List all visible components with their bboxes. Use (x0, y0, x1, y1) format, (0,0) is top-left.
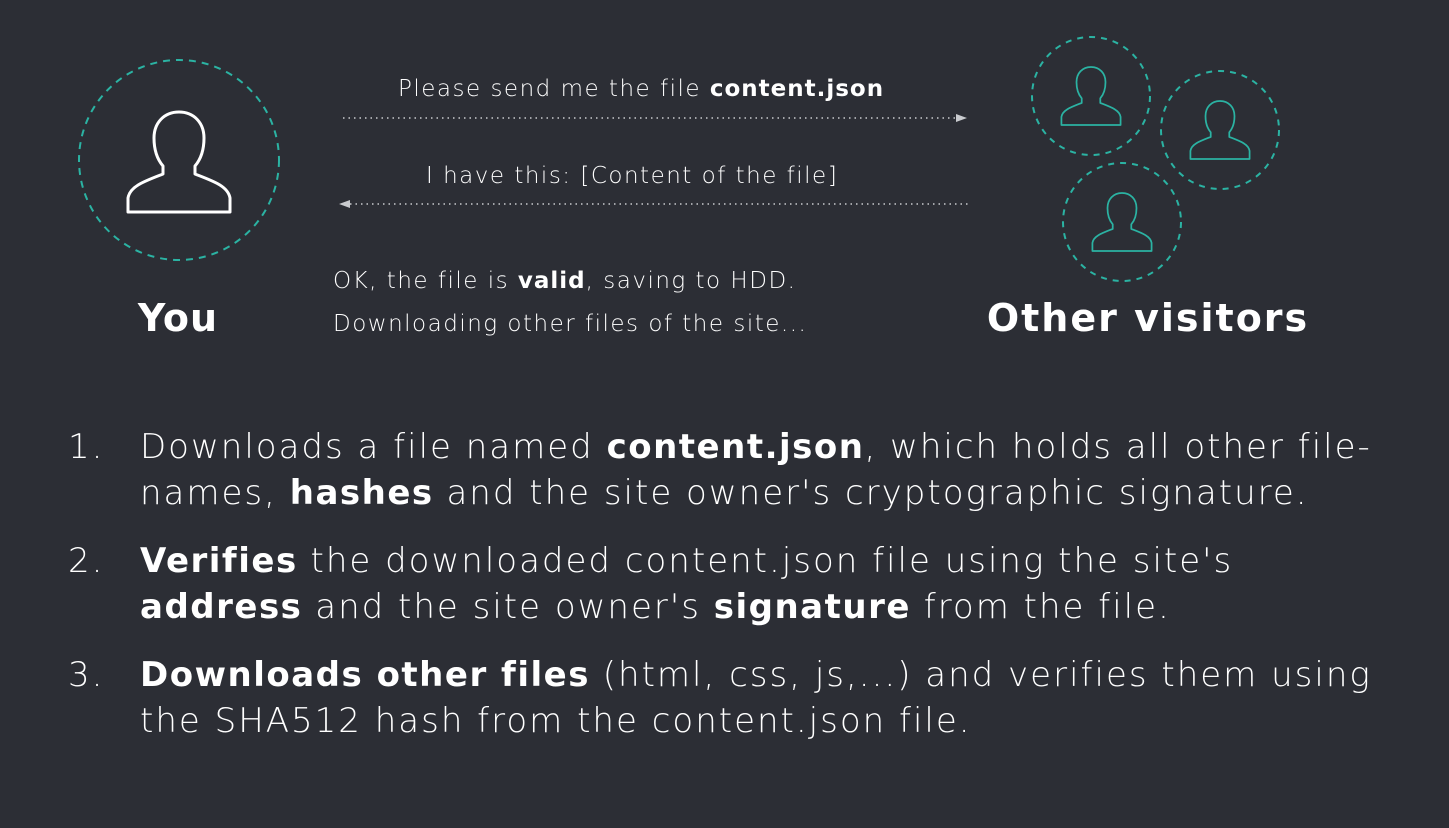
step-number: 2. (68, 541, 105, 581)
ok-message-suffix: , saving to HDD. (585, 268, 797, 294)
step-number: 1. (68, 427, 105, 467)
arrowhead-left-icon (339, 200, 350, 208)
request-message-prefix: Please send me the file (398, 76, 710, 102)
step-item: 3. Downloads other files (html, css, js,… (0, 652, 1449, 744)
request-message-file: content.json (709, 76, 885, 102)
step-number: 3. (68, 655, 105, 695)
step-bold-text: signature (713, 587, 911, 627)
you-user-icon (126, 110, 232, 214)
visitor-user-icon-3 (1091, 192, 1153, 252)
arrowhead-right-icon (956, 114, 967, 122)
step-line: the SHA512 hash from the content.json fi… (140, 701, 972, 741)
step-text: , which holds all other file- (864, 427, 1372, 467)
step-text: and the site owner's (302, 587, 714, 627)
step-text: names, (140, 473, 290, 513)
request-arrow (343, 114, 967, 122)
step-text: (html, css, js,...) and verifies them us… (589, 655, 1372, 695)
you-label: You (137, 296, 219, 340)
visitor-user-icon-2 (1189, 100, 1251, 160)
ok-message-prefix: OK, the file is (333, 268, 518, 294)
downloading-message: Downloading other files of the site... (333, 311, 808, 337)
request-message: Please send me the file content.json (398, 76, 884, 102)
step-bold-text: content.json (606, 427, 865, 467)
step-text: the downloaded content.json file using t… (297, 541, 1234, 581)
step-bold-text: hashes (289, 473, 434, 513)
other-visitors-label: Other visitors (986, 296, 1310, 340)
response-arrow (339, 200, 970, 208)
ok-message: OK, the file is valid, saving to HDD. (333, 268, 796, 294)
ok-message-bold: valid (517, 268, 586, 294)
visitor-circle-3 (1062, 162, 1182, 282)
step-text: Downloads a file named (140, 427, 607, 467)
step-item: 1. Downloads a file named content.json, … (0, 424, 1449, 516)
visitor-circle-2 (1160, 70, 1280, 190)
steps-list: 1. Downloads a file named content.json, … (0, 424, 1449, 766)
step-bold-text: Downloads other files (140, 655, 590, 695)
step-line: address and the site owner's signature f… (140, 584, 1449, 630)
visitor-circle-1 (1031, 36, 1151, 156)
step-line: Downloads other files (html, css, js,...… (140, 652, 1449, 698)
response-message: I have this: [Content of the file] (426, 163, 839, 189)
step-line: Downloads a file named content.json, whi… (140, 424, 1449, 470)
visitor-user-icon-1 (1060, 66, 1122, 126)
step-bold-text: address (140, 587, 303, 627)
you-circle (78, 59, 280, 261)
step-text: from the file. (910, 587, 1171, 627)
step-text: and the site owner's cryptographic signa… (433, 473, 1309, 513)
step-line: names, hashes and the site owner's crypt… (140, 470, 1449, 516)
step-bold-text: Verifies (140, 541, 298, 581)
step-line: Verifies the downloaded content.json fil… (140, 538, 1449, 584)
step-item: 2. Verifies the downloaded content.json … (0, 538, 1449, 630)
